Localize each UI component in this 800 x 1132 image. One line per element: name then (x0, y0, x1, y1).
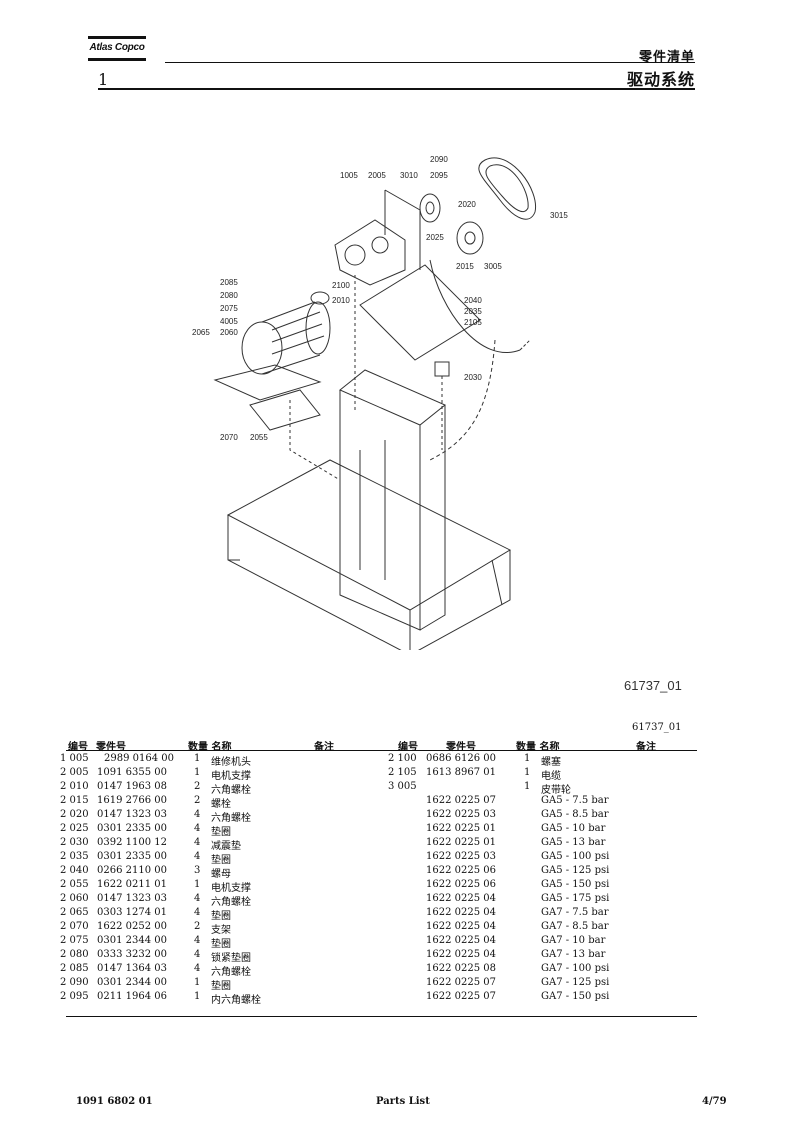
exploded-parts-drawing: 1005 2005 3010 2090 2095 2020 2025 2015 … (192, 155, 568, 650)
callout-4005: 4005 (220, 317, 238, 326)
callout-2030: 2030 (464, 373, 482, 382)
callout-1005: 1005 (340, 171, 358, 180)
callout-2005: 2005 (368, 171, 386, 180)
footer-page-number: 4/79 (702, 1096, 727, 1107)
col-header-no-right: 编号 (398, 742, 418, 753)
callout-2020: 2020 (458, 200, 476, 209)
col-header-qty-name-right: 数量 名称 (516, 742, 560, 753)
callout-2080: 2080 (220, 291, 238, 300)
callout-2095: 2095 (430, 171, 448, 180)
drawing-id: 61737_01 (624, 678, 682, 693)
callout-3015: 3015 (550, 211, 568, 220)
callout-2090: 2090 (430, 155, 448, 164)
callout-2035: 2035 (464, 307, 482, 316)
footer-doc-type: Parts List (376, 1096, 430, 1107)
callout-2060: 2060 (220, 328, 238, 337)
footer-doc-number: 1091 6802 01 (76, 1096, 153, 1107)
col-header-part-no: 零件号 (96, 742, 126, 753)
col-header-qty-name: 数量 名称 (188, 742, 232, 753)
callout-2010: 2010 (332, 296, 350, 305)
header-title-small: 零件清单 (638, 50, 695, 65)
callout-2065: 2065 (192, 328, 210, 337)
callout-2015: 2015 (456, 262, 474, 271)
atlas-copco-logo: Atlas Copco (88, 36, 146, 66)
callout-2025: 2025 (426, 233, 444, 242)
table-rule-top (66, 750, 697, 751)
callout-labels: 1005 2005 3010 2090 2095 2020 2025 2015 … (192, 155, 568, 442)
header-title-large: 驱动系统 (626, 70, 695, 89)
callout-2055: 2055 (250, 433, 268, 442)
logo-text: Atlas Copco (89, 42, 145, 53)
callout-2075: 2075 (220, 304, 238, 313)
callout-2040: 2040 (464, 296, 482, 305)
callout-3005: 3005 (484, 262, 502, 271)
callout-3010: 3010 (400, 171, 418, 180)
col-header-part-no-right: 零件号 (446, 742, 476, 753)
col-header-remark-right: 备注 (636, 742, 656, 753)
header-page-index: 1 (98, 70, 109, 89)
col-header-remark: 备注 (314, 742, 334, 753)
callout-2100: 2100 (332, 281, 350, 290)
header-rule-top (165, 62, 695, 63)
callout-2085: 2085 (220, 278, 238, 287)
table-rule-bottom (66, 1016, 697, 1017)
callout-2105: 2105 (464, 318, 482, 327)
drawing-id-small: 61737_01 (632, 722, 682, 733)
header-rule-bottom (98, 88, 695, 90)
callout-2070: 2070 (220, 433, 238, 442)
col-header-no: 编号 (68, 742, 88, 753)
